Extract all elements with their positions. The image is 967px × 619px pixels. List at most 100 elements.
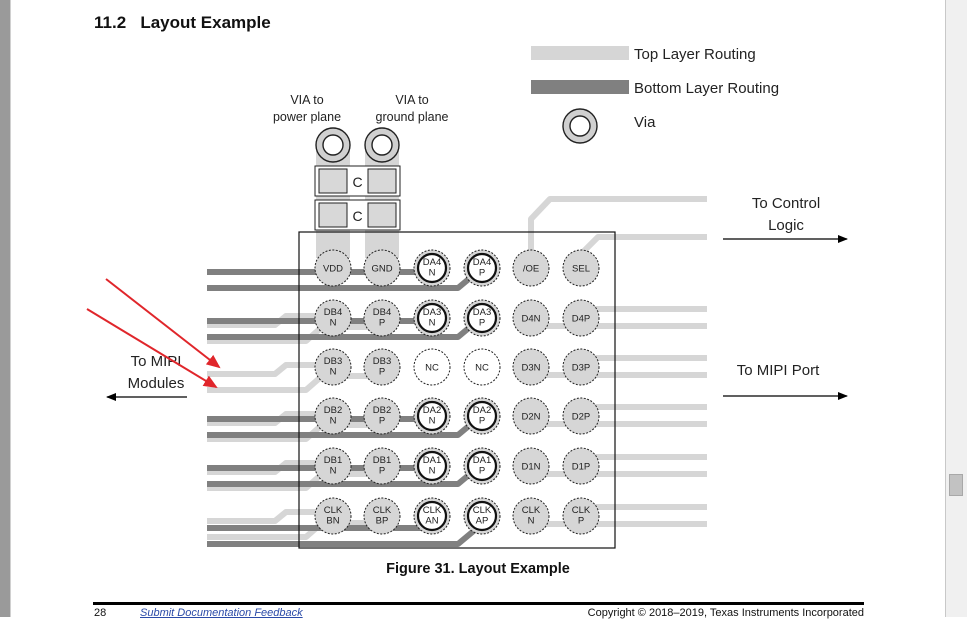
- legend-via-label: Via: [634, 114, 656, 131]
- section-number: 11.2: [94, 13, 127, 32]
- legend-bottom-layer-label: Bottom Layer Routing: [634, 80, 779, 97]
- pin-label: D1P: [572, 462, 590, 473]
- pin-d3p-r2c5: D3P: [562, 348, 600, 386]
- pin-vdd-r0c0: VDD: [314, 249, 352, 287]
- capacitor-1: C: [314, 165, 401, 197]
- viewer-left-edge-line: [10, 0, 11, 617]
- pin-label: BP: [376, 516, 389, 527]
- pin-label: N: [429, 268, 436, 279]
- pin-label: P: [379, 416, 385, 427]
- pin-label: P: [479, 318, 485, 329]
- pin-label: AN: [425, 516, 438, 527]
- pin-label: DA4: [473, 257, 491, 268]
- pin-label: N: [429, 318, 436, 329]
- pin-label: P: [379, 367, 385, 378]
- legend-top-layer-label: Top Layer Routing: [634, 46, 756, 63]
- pin-label: VDD: [323, 264, 343, 275]
- pin-label: N: [330, 318, 337, 329]
- via-power-label-line1: VIA to: [290, 93, 323, 107]
- via-ground-label-line2: ground plane: [376, 110, 449, 124]
- pin-label: N: [528, 516, 535, 527]
- pin-label: DB1: [324, 455, 342, 466]
- pin-label: CLK: [572, 505, 591, 516]
- pin-label: DB4: [373, 307, 391, 318]
- pin-label: SEL: [572, 264, 590, 275]
- pin-label: P: [479, 268, 485, 279]
- footer-page-number: 28: [94, 607, 107, 619]
- pin-label: DB4: [324, 307, 342, 318]
- pin-d3n-r2c4: D3N: [512, 348, 550, 386]
- section-heading: 11.2 Layout Example: [94, 13, 271, 33]
- pin-label: P: [479, 466, 485, 477]
- pin-label: D4N: [521, 314, 540, 325]
- figure-caption: Figure 31. Layout Example: [386, 561, 570, 577]
- pin-label: BN: [326, 516, 339, 527]
- footer-copyright: Copyright © 2018–2019, Texas Instruments…: [587, 607, 864, 619]
- pin-label: D1N: [521, 462, 540, 473]
- pin-label: DA1: [473, 455, 491, 466]
- submit-feedback-link[interactable]: Submit Documentation Feedback: [140, 607, 303, 619]
- pin-label: N: [429, 466, 436, 477]
- pin-label: /OE: [523, 264, 539, 275]
- package-outline: [298, 231, 616, 549]
- pin-label: CLK: [373, 505, 392, 516]
- pin-label: P: [379, 318, 385, 329]
- legend-bottom-layer-swatch: [531, 80, 629, 94]
- pin-label: D2N: [521, 412, 540, 423]
- legend-via-icon: [562, 108, 598, 144]
- pin-label: P: [479, 416, 485, 427]
- svg-text:C: C: [352, 208, 362, 224]
- pin-label: CLK: [324, 505, 343, 516]
- annotation-arrow-2: [86, 308, 218, 389]
- pin-label: DB3: [373, 356, 391, 367]
- pin-label: P: [379, 466, 385, 477]
- legend-top-layer-swatch: [531, 46, 629, 60]
- pin-label: D3P: [572, 363, 590, 374]
- pin-label: N: [429, 416, 436, 427]
- pin-d1p-r4c5: D1P: [562, 447, 600, 485]
- pin-d4p-r1c5: D4P: [562, 299, 600, 337]
- pin-label: DA2: [473, 405, 491, 416]
- pin-label: CLK: [423, 505, 442, 516]
- pin-d1n-r4c4: D1N: [512, 447, 550, 485]
- pin-label: D2P: [572, 412, 590, 423]
- via-ground-label-line1: VIA to: [395, 93, 428, 107]
- pin-label: DA3: [423, 307, 441, 318]
- section-title: Layout Example: [140, 13, 271, 32]
- pin-label: DA2: [423, 405, 441, 416]
- pin-label: CLK: [522, 505, 541, 516]
- pin-label: DB1: [373, 455, 391, 466]
- vertical-scrollbar[interactable]: [945, 0, 967, 617]
- pin-label: N: [330, 367, 337, 378]
- pin-d2p-r3c5: D2P: [562, 397, 600, 435]
- left-top-layer-traces: [207, 313, 383, 540]
- pin-label: P: [578, 516, 584, 527]
- scrollbar-thumb[interactable]: [949, 474, 963, 496]
- to-control-logic-label-line1: To Control: [752, 195, 820, 212]
- pin-label: DA3: [473, 307, 491, 318]
- pin-nc-r2c3: NC: [463, 348, 501, 386]
- pin-label: AP: [476, 516, 489, 527]
- pin-label: N: [330, 416, 337, 427]
- right-top-layer-traces: [528, 196, 707, 527]
- pin-nc-r2c2: NC: [413, 348, 451, 386]
- pin-label: DB2: [373, 405, 391, 416]
- pin-sel-r0c5: SEL: [562, 249, 600, 287]
- pin-label: DB3: [324, 356, 342, 367]
